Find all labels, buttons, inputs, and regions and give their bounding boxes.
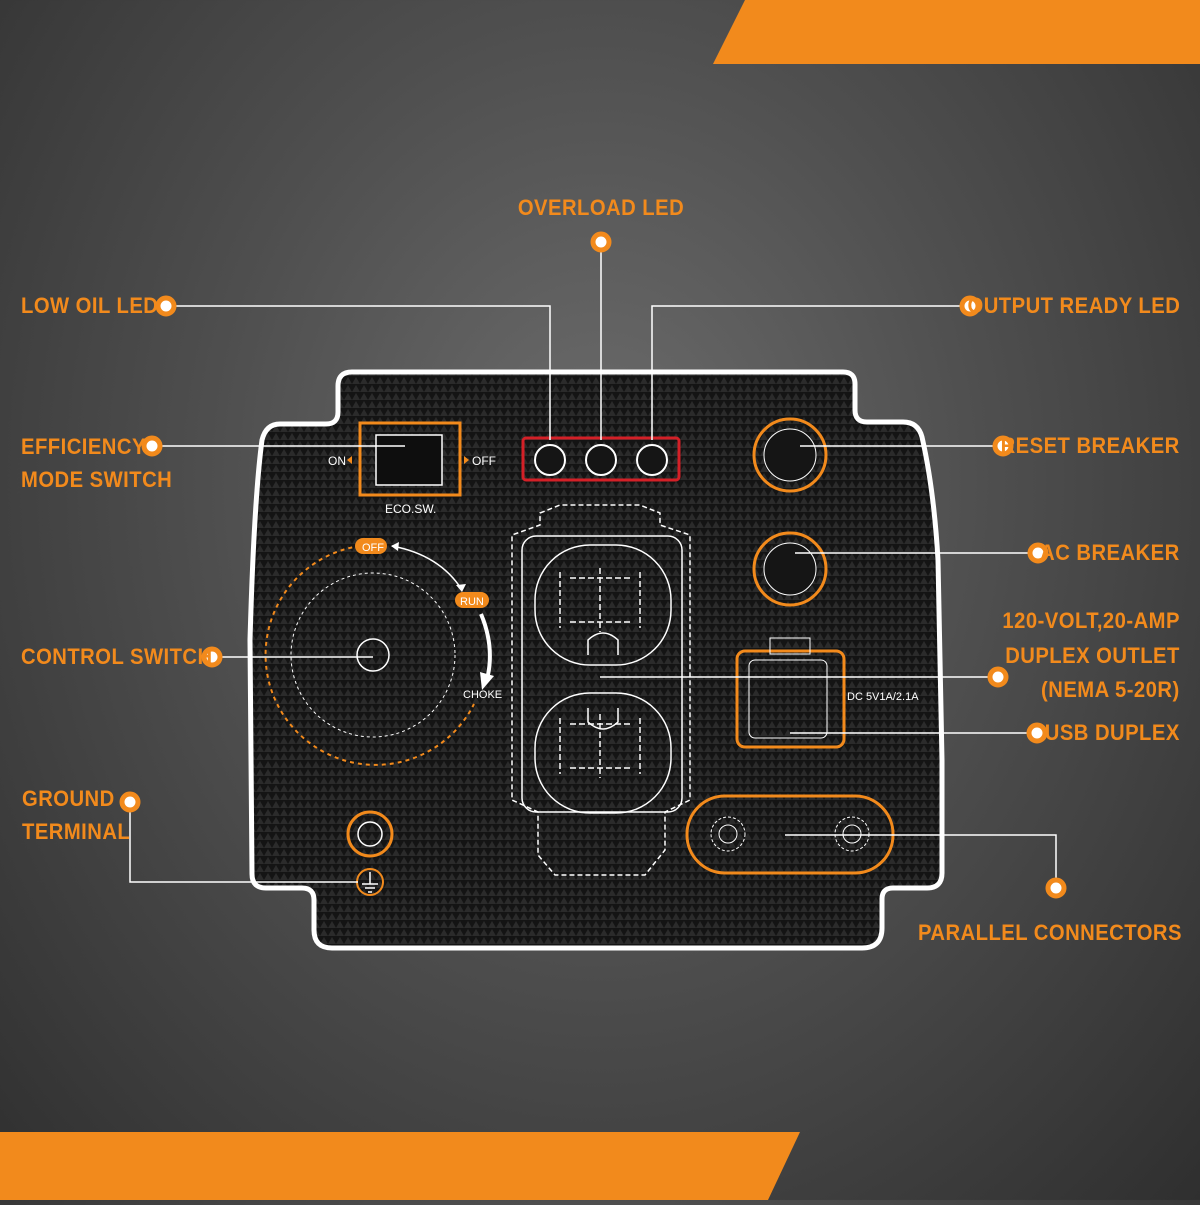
output-ready-led (636, 444, 668, 476)
leader-lines (129, 242, 1057, 888)
callout-dots (119, 231, 1067, 899)
duplex-outlet-label-line1: 120-VOLT,20-AMP (1002, 608, 1180, 633)
bottom-accent-bar (0, 1132, 800, 1200)
low-oil-led (534, 444, 566, 476)
control-switch[interactable] (264, 538, 494, 766)
duplex-outlet-label-line2: DUPLEX OUTLET (1005, 643, 1180, 668)
left-arrow-icon (347, 456, 352, 464)
parallel-dot (1045, 877, 1067, 899)
off-badge (355, 538, 387, 554)
overload-led (585, 444, 617, 476)
parallel-connectors-label: PARALLEL CONNECTORS (917, 920, 1182, 945)
right-arrow-icon (464, 456, 469, 464)
eco-switch[interactable] (347, 421, 469, 497)
overload-dot (590, 231, 612, 253)
usb-duplex-port[interactable] (735, 637, 846, 749)
control-switch-label: CONTROL SWITCH (21, 644, 213, 669)
switch-off-label: OFF (362, 542, 384, 554)
efficiency-mode-switch-label-line2: MODE SWITCH (21, 467, 173, 492)
switch-run-label: RUN (460, 596, 484, 608)
duplex-outlet-dot (987, 666, 1009, 688)
usb-rating-label: DC 5V1A/2.1A (847, 691, 919, 703)
ground-terminal-label-line1: GROUND (22, 786, 115, 811)
switch-choke-label: CHOKE (463, 689, 502, 701)
run-badge (455, 592, 489, 608)
control-switch-dot (201, 646, 223, 668)
efficiency-mode-switch-label-line1: EFFICIENCY (21, 434, 146, 459)
ground-dot (119, 791, 141, 813)
duplex-outlet-label-line3: (NEMA 5-20R) (1041, 677, 1180, 702)
low-oil-dot (155, 295, 177, 317)
ac-breaker[interactable] (752, 531, 828, 607)
reset-breaker-dot (992, 435, 1014, 457)
low-oil-led-label: LOW OIL LED (21, 293, 159, 318)
ac-breaker-label: AC BREAKER (1040, 540, 1180, 565)
top-accent-bar (713, 0, 1200, 64)
control-panel (247, 369, 945, 951)
overload-led-label: OVERLOAD LED (517, 195, 685, 220)
usb-duplex-label: USB DUPLEX (1044, 720, 1180, 745)
ground-symbol-icon (362, 872, 378, 893)
ground-terminal-label-line2: TERMINAL (22, 819, 131, 844)
ac-breaker-dot (1027, 542, 1049, 564)
usb-duplex-dot (1026, 722, 1048, 744)
eco-on-label: ON (328, 454, 346, 468)
choke-arrow-icon (480, 672, 494, 690)
output-ready-dot (959, 295, 981, 317)
eco-off-label: OFF (472, 454, 496, 468)
output-ready-led-label: OUTPUT READY LED (967, 293, 1180, 318)
reset-breaker-label: RESET BREAKER (1000, 433, 1180, 458)
duplex-outlet[interactable] (511, 504, 691, 876)
eco-sw-label: ECO.SW. (385, 502, 436, 516)
efficiency-dot (141, 435, 163, 457)
reset-breaker[interactable] (752, 417, 828, 493)
